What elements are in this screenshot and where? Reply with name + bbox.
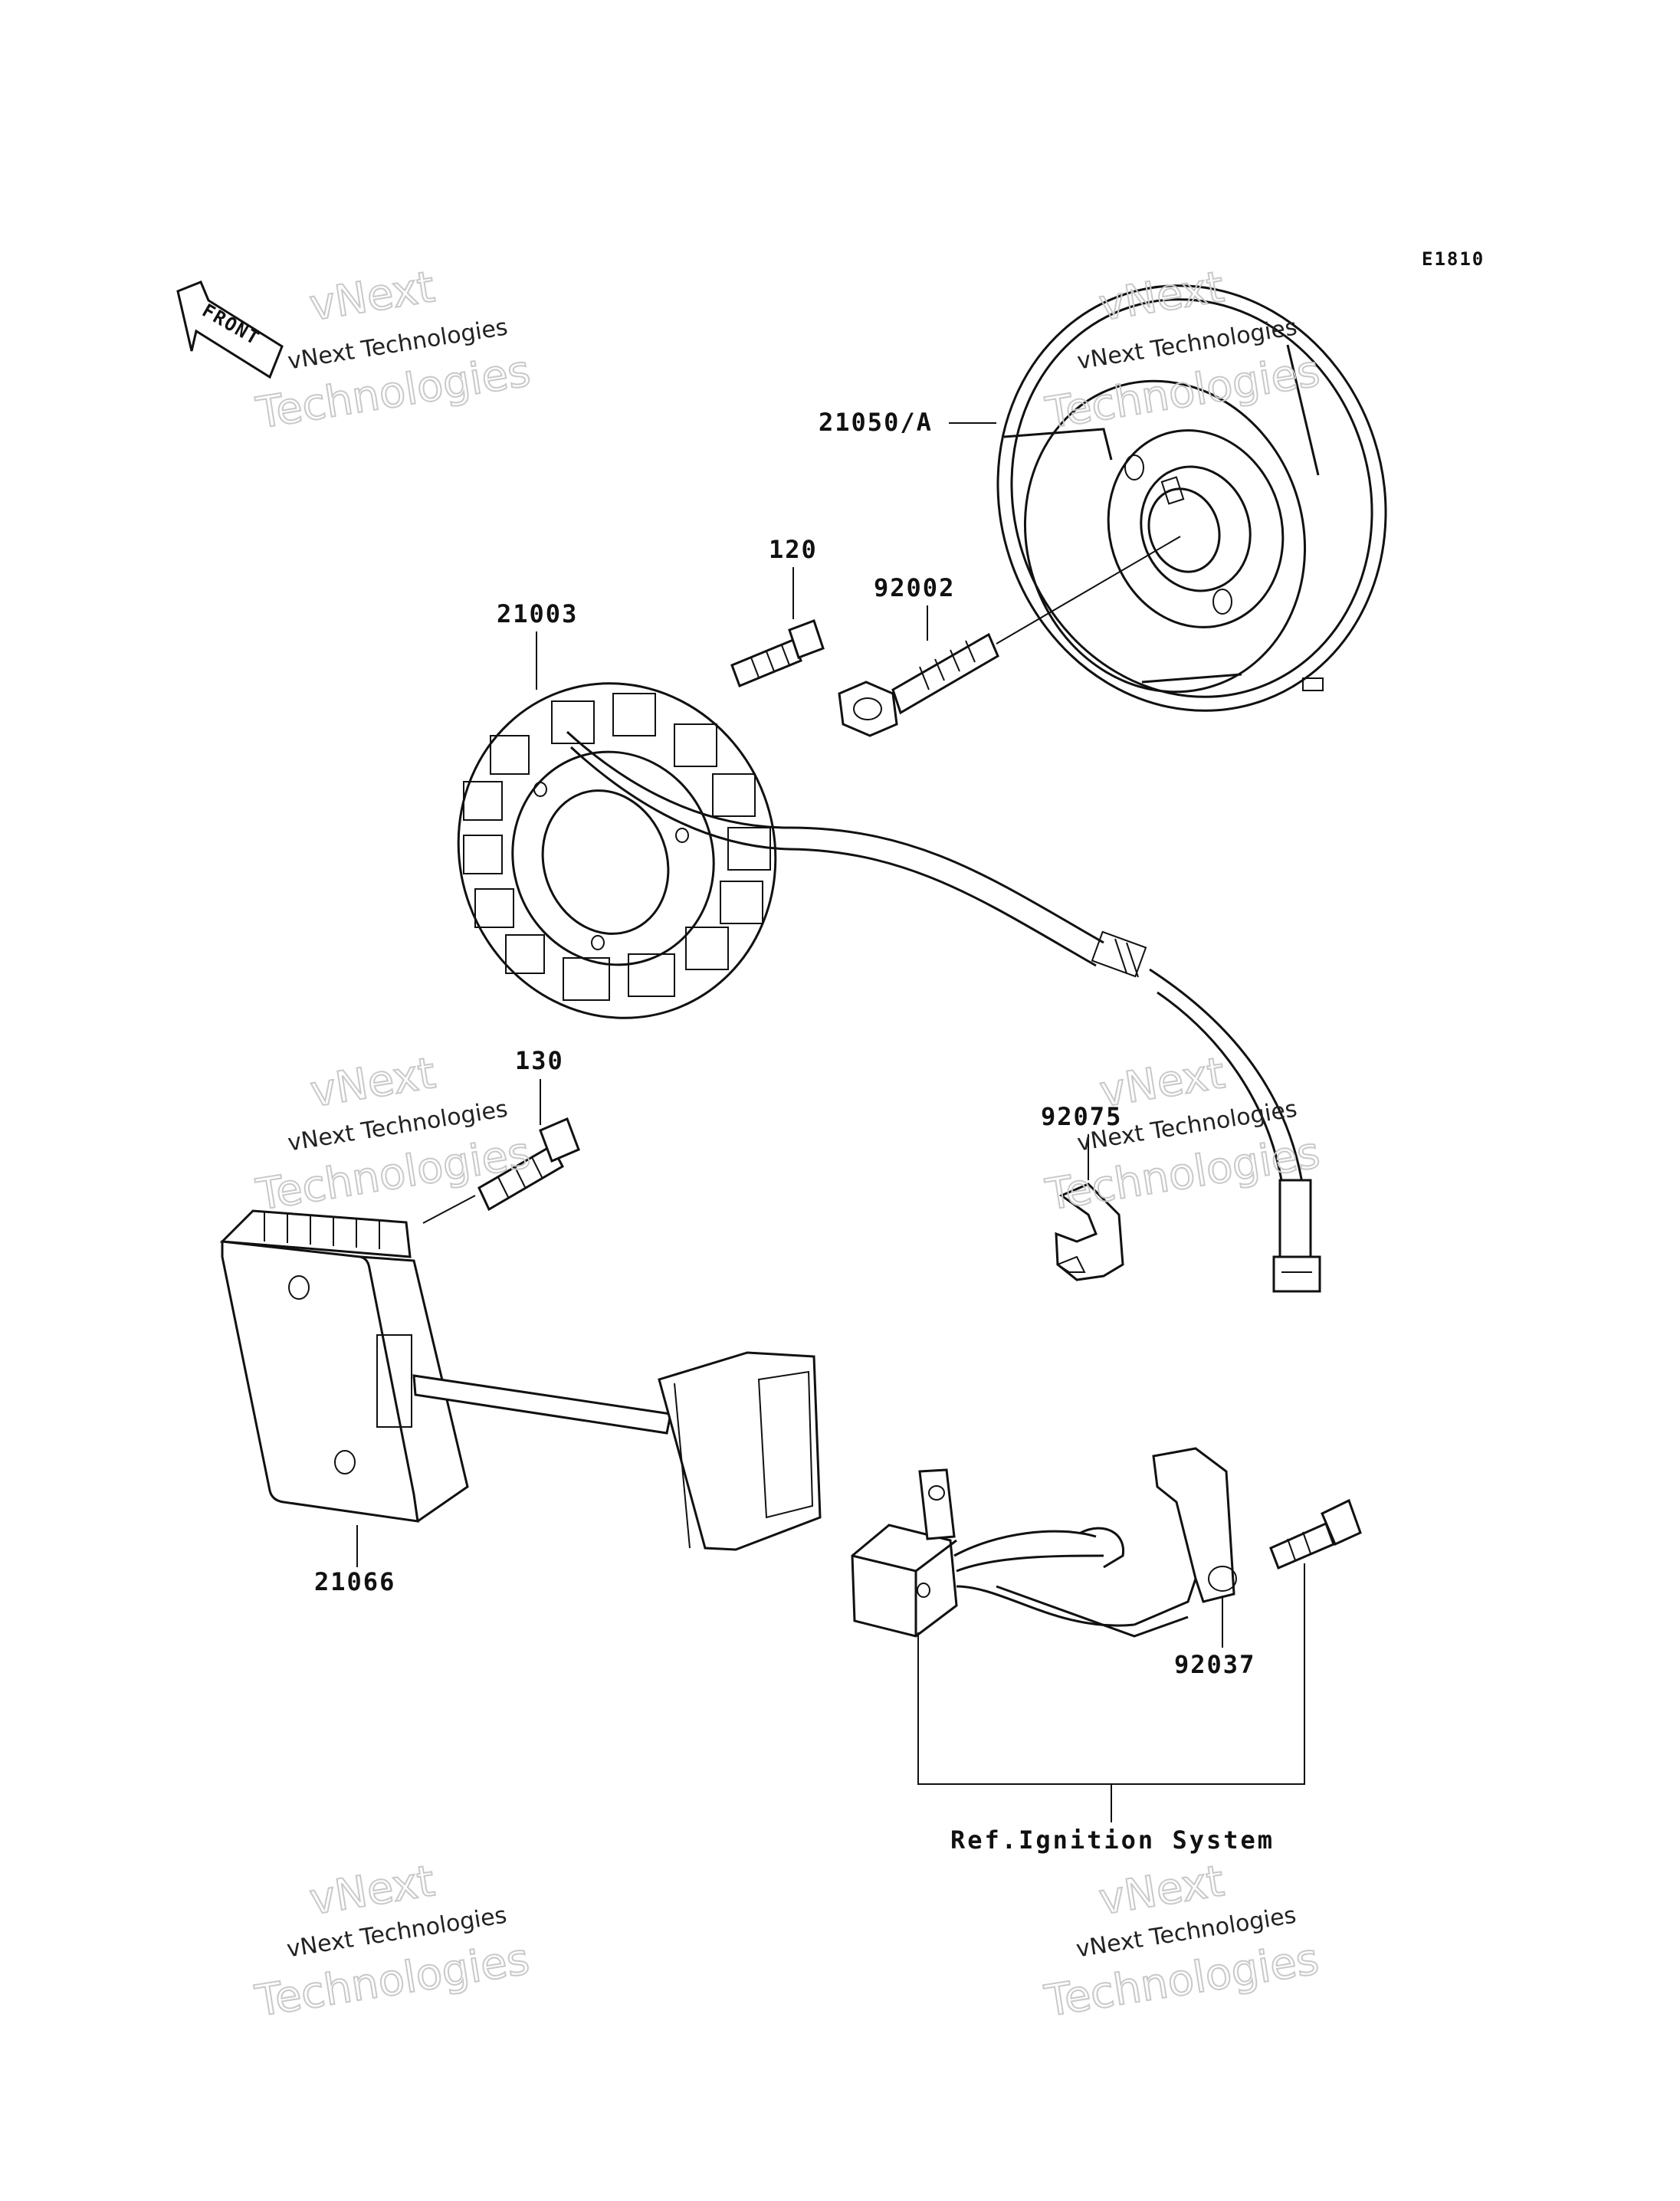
flywheel-bolt-part: [838, 536, 1181, 737]
bolt-130-part: [422, 1117, 580, 1224]
stator-part: [457, 682, 1321, 1293]
svg-text:vNext: vNext: [1096, 1856, 1228, 1925]
watermark-bottom-left: vNext vNext Technologies Technologies: [251, 1855, 533, 2028]
clamp-part: [1055, 1183, 1124, 1281]
bolt-130-label: 130: [515, 1046, 564, 1075]
clamp-label: 92075: [1041, 1102, 1122, 1131]
flywheel-label: 21050/A: [819, 408, 933, 437]
pickup-coil-part: [851, 1447, 1237, 1638]
pickup-bolt-label: 92037: [1174, 1650, 1255, 1679]
pickup-bolt-part: [1269, 1498, 1362, 1570]
stator-label: 21003: [497, 599, 578, 628]
diagram-code: E1810: [1422, 248, 1485, 270]
bolt-120-label: 120: [769, 535, 818, 564]
front-arrow-icon: FRONT: [176, 280, 284, 379]
bolt-120-part: [730, 619, 825, 687]
watermark-top-left: vNext vNext Technologies Technologies: [252, 261, 534, 439]
svg-text:vNext: vNext: [1097, 1048, 1229, 1117]
svg-text:vNext: vNext: [307, 1048, 439, 1117]
watermark-bottom-right: vNext vNext Technologies Technologies: [1041, 1855, 1323, 2028]
svg-text:vNext: vNext: [307, 1856, 438, 1925]
regulator-label: 21066: [314, 1567, 395, 1596]
svg-text:vNext: vNext: [307, 262, 438, 331]
reference-bracket: [917, 1563, 1305, 1822]
flywheel-bolt-label: 92002: [874, 573, 955, 602]
reference-note: Ref.Ignition System: [950, 1825, 1275, 1855]
flywheel-part: [996, 284, 1387, 712]
regulator-part: [219, 1209, 822, 1551]
